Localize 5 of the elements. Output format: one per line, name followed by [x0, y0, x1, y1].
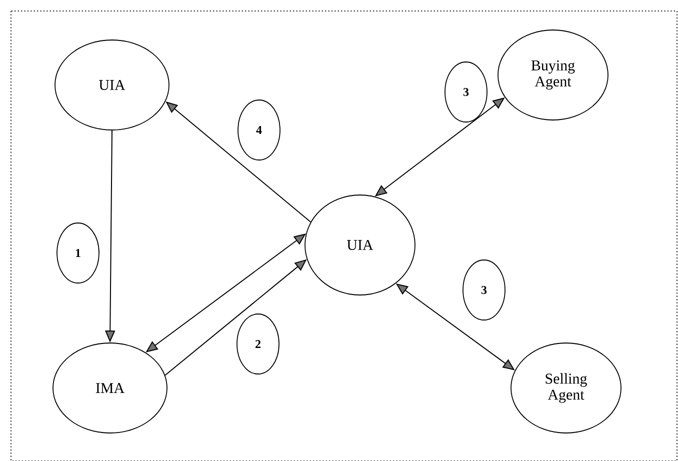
step-number-oval: 3	[444, 62, 488, 122]
step-number-oval: 4	[238, 100, 280, 160]
step-number-oval: 2	[236, 314, 280, 374]
step-number-oval: 3	[462, 260, 506, 320]
step-number-oval: 1	[56, 222, 100, 284]
